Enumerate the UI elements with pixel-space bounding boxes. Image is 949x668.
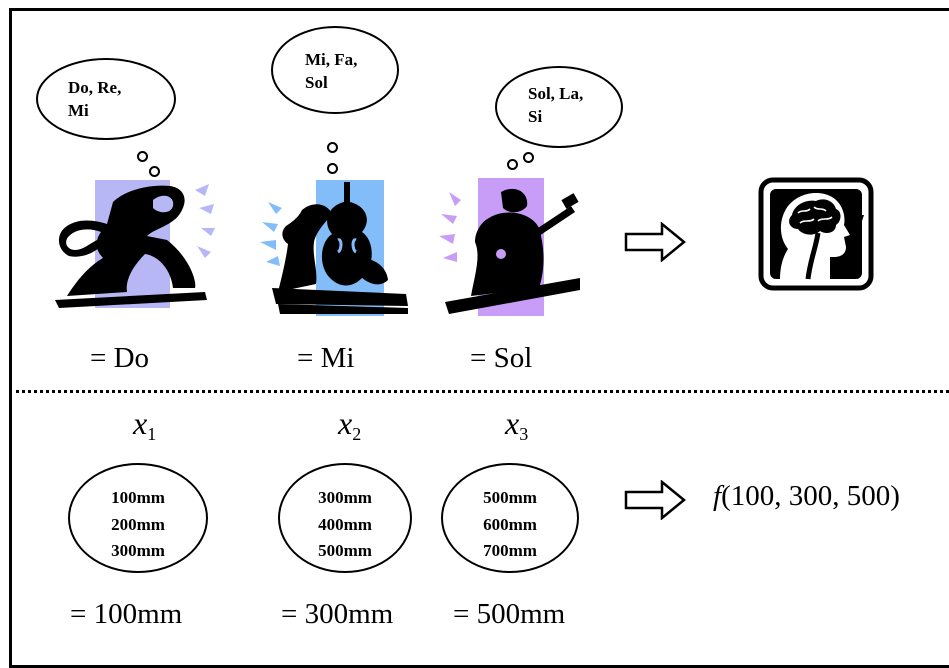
saxophonist-icon	[55, 180, 215, 308]
head-brain-icon	[758, 177, 874, 291]
variable-label-3: x3	[505, 405, 528, 445]
value-list-3: 500mm 600mm 700mm	[483, 488, 537, 560]
variable-equals-2: = 300mm	[281, 598, 394, 630]
variable-label-1: x1	[133, 405, 156, 445]
thought-bubble-3	[495, 66, 623, 148]
thought-bubble-2	[271, 26, 399, 114]
variable-label-2: x2	[338, 405, 361, 445]
variable-symbol: x	[133, 405, 148, 441]
section-divider	[9, 390, 949, 393]
thought-dot	[327, 142, 338, 153]
equals-label-3: = Sol	[470, 342, 533, 374]
variable-index: 2	[352, 424, 362, 444]
cellist-icon	[260, 180, 408, 316]
guitarist-icon	[439, 178, 580, 316]
thought-bubble-1	[36, 58, 176, 140]
function-expression: f(100, 300, 500)	[713, 480, 900, 513]
thought-dot	[523, 152, 534, 163]
value-ellipse-1	[68, 463, 208, 573]
value-list-2: 300mm 400mm 500mm	[318, 488, 372, 560]
thought-bubble-3-text: Sol, La, Si	[528, 84, 584, 126]
variable-symbol: x	[505, 405, 520, 441]
value-list-1: 100mm 200mm 300mm	[111, 488, 165, 560]
function-args: (100, 300, 500)	[721, 480, 900, 512]
thought-bubble-2-text: Mi, Fa, Sol	[305, 50, 358, 92]
thought-dot	[507, 159, 518, 170]
thought-bubble-1-text: Do, Re, Mi	[68, 78, 122, 120]
thought-dot	[149, 166, 160, 177]
value-ellipse-3	[441, 463, 579, 573]
function-name: f	[713, 480, 722, 512]
variable-equals-1: = 100mm	[70, 598, 183, 630]
equals-label-2: = Mi	[297, 342, 355, 374]
thought-dot	[327, 163, 338, 174]
thought-dot	[137, 151, 148, 162]
variable-index: 1	[147, 424, 157, 444]
variable-symbol: x	[338, 405, 353, 441]
outline-right-arrow-icon	[624, 222, 686, 262]
variable-index: 3	[519, 424, 529, 444]
equals-label-1: = Do	[90, 342, 150, 374]
value-ellipse-2	[278, 463, 412, 573]
variable-equals-3: = 500mm	[453, 598, 566, 630]
outline-right-arrow-icon	[624, 480, 686, 520]
